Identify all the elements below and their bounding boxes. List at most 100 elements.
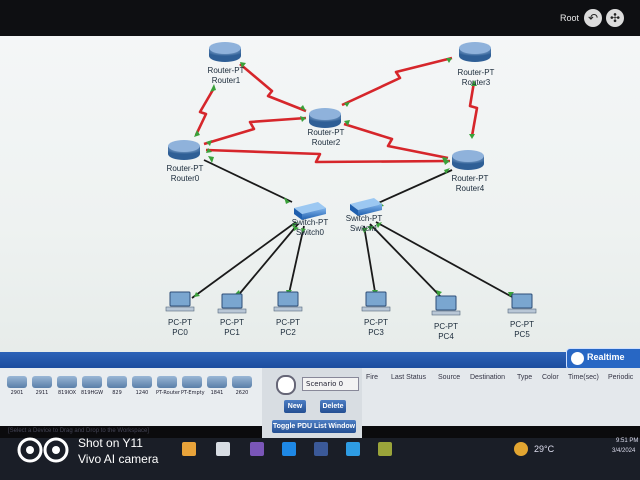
- file-explorer-icon[interactable]: [182, 442, 196, 456]
- link-router0-router1: [194, 87, 216, 136]
- link-router4-switch1: [375, 169, 453, 205]
- device-pt-router[interactable]: PT-Router: [156, 376, 180, 396]
- router1-icon[interactable]: [209, 42, 241, 62]
- router-icon: [57, 376, 77, 388]
- pc0-icon[interactable]: [165, 291, 195, 312]
- camera-watermark-logo: [17, 437, 69, 463]
- navigation-icon[interactable]: ✣: [606, 9, 624, 27]
- pdu-column-destination: Destination: [470, 374, 506, 381]
- link-router2-router4: [343, 122, 449, 160]
- weather-icon: [514, 442, 528, 456]
- fire-icon[interactable]: [276, 375, 296, 395]
- vscode-icon[interactable]: [282, 442, 296, 456]
- link-switch0-pc2: [287, 225, 305, 299]
- watermark-line2: Vivo AI camera: [78, 452, 159, 466]
- switch0-icon[interactable]: [294, 202, 326, 220]
- router0-icon[interactable]: [168, 140, 200, 160]
- device-2911[interactable]: 2911: [31, 376, 53, 396]
- pdu-list: Fire Last Status Source Destination Type…: [362, 368, 640, 426]
- top-toolbar: Root ↶ ✣: [0, 0, 640, 36]
- delete-scenario-button[interactable]: Delete: [320, 400, 346, 413]
- pc2-icon[interactable]: [273, 291, 303, 312]
- mode-bar: [0, 352, 640, 368]
- device-1240[interactable]: 1240: [131, 376, 153, 396]
- packet-tracer-icon[interactable]: [378, 442, 392, 456]
- clock-icon: [571, 352, 584, 365]
- link-endpoints: [194, 58, 514, 297]
- router3-icon[interactable]: [459, 42, 491, 62]
- device-1841[interactable]: 1841: [206, 376, 228, 396]
- router4-icon[interactable]: [452, 150, 484, 170]
- browser-icon[interactable]: [346, 442, 360, 456]
- device-829[interactable]: 829: [106, 376, 128, 396]
- router-icon: [107, 376, 127, 388]
- window-icon[interactable]: [216, 442, 230, 456]
- router-icon: [82, 376, 102, 388]
- device-2901[interactable]: 2901: [6, 376, 28, 396]
- device-pt-empty[interactable]: PT-Empty: [181, 376, 205, 396]
- router-icon: [207, 376, 227, 388]
- new-scenario-button[interactable]: New: [284, 400, 306, 413]
- link-switch1-pc4: [369, 223, 443, 299]
- router2-icon[interactable]: [309, 108, 341, 128]
- router-icon: [132, 376, 152, 388]
- device-819iox[interactable]: 819IOX: [56, 376, 78, 396]
- scenario-select[interactable]: Scenario 0: [302, 377, 359, 391]
- temperature: 29°C: [534, 444, 555, 454]
- clock-date[interactable]: 3/4/2024: [612, 448, 636, 454]
- toggle-pdu-list-button[interactable]: Toggle PDU List Window: [272, 420, 356, 433]
- realtime-label: Realtime: [587, 352, 625, 362]
- pc1-icon[interactable]: [217, 293, 247, 314]
- device-819hgw[interactable]: 819HGW: [81, 376, 103, 396]
- link-router0-switch0: [203, 159, 293, 203]
- pdu-column-time: Time(sec): [568, 374, 599, 381]
- visual-studio-icon[interactable]: [250, 442, 264, 456]
- back-icon[interactable]: ↶: [584, 9, 602, 27]
- facebook-icon[interactable]: [314, 442, 328, 456]
- serial-links: [194, 56, 479, 164]
- pdu-column-source: Source: [438, 374, 461, 381]
- router-icon: [32, 376, 52, 388]
- pdu-column-fire: Fire: [366, 374, 379, 381]
- link-router0-router4: [205, 148, 451, 164]
- clock-time[interactable]: 9:51 PM: [616, 438, 639, 444]
- link-switch0-pc1: [235, 223, 299, 299]
- link-switch1-pc5: [375, 221, 515, 299]
- router-icon: [232, 376, 252, 388]
- realtime-mode-button[interactable]: Realtime: [566, 348, 640, 370]
- topology-canvas: [165, 42, 537, 316]
- pdu-column-periodic: Periodic: [608, 374, 634, 381]
- root-label[interactable]: Root: [560, 13, 580, 23]
- link-router0-router2: [203, 116, 307, 146]
- watermark-line1: Shot on Y11: [78, 436, 143, 450]
- pdu-column-color: Color: [542, 374, 559, 381]
- pc4-icon[interactable]: [431, 295, 461, 316]
- scenario-panel: Scenario 0 New Delete Toggle PDU List Wi…: [262, 368, 362, 438]
- device-2620[interactable]: 2620: [231, 376, 253, 396]
- link-router2-router3: [341, 56, 453, 107]
- pdu-column-last-status: Last Status: [391, 374, 427, 381]
- device-palette: 2901 2911 819IOX 819HGW 829 1240 PT-Rout…: [0, 368, 262, 426]
- router-icon: [157, 376, 177, 388]
- pc5-icon[interactable]: [507, 293, 537, 314]
- link-switch0-pc0: [191, 221, 297, 299]
- pc3-icon[interactable]: [361, 291, 391, 312]
- router-icon: [7, 376, 27, 388]
- ethernet-links: [191, 159, 515, 299]
- link-router1-router2: [239, 63, 307, 113]
- link-router3-router4: [468, 81, 479, 137]
- switch1-icon[interactable]: [350, 198, 382, 216]
